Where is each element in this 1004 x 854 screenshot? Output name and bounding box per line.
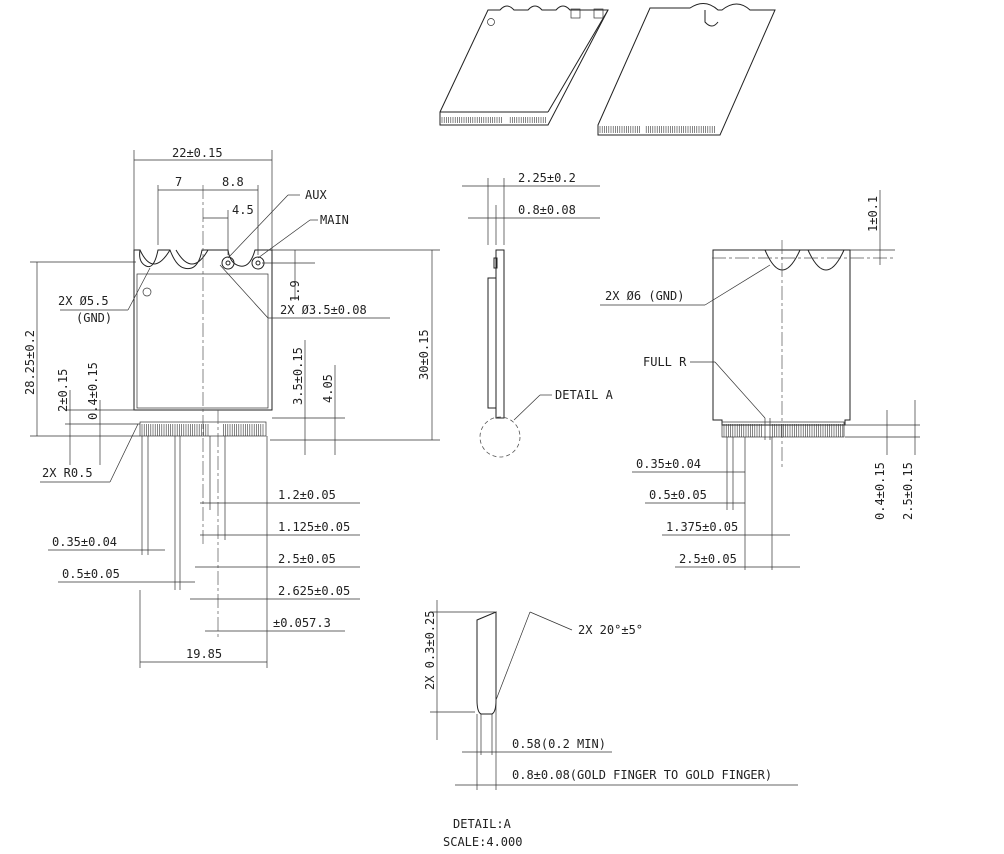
dim-1-9: 1.9 [288,280,302,302]
dim-2-5-v-back: 2.5±0.15 [901,462,915,520]
pin-dim-4: 2.625±0.05 [278,584,350,598]
dim-2-5-back: 2.5±0.05 [679,552,737,566]
dim-0-4-back: 0.4±0.15 [873,462,887,520]
corner-radius: 2X R0.5 [42,466,93,480]
dim-0-8-side: 0.8±0.08 [518,203,576,217]
height-28: 28.25±0.2 [23,330,37,395]
detail-a: 2X 0.3±0.25 2X 20°±5° 0.58(0.2 MIN) 0.8±… [423,600,798,849]
dim-19-85: 19.85 [186,647,222,661]
gnd-hole-dim-back: 2X Ø6 (GND) [605,289,684,303]
dim-0-58: 0.58(0.2 MIN) [512,737,606,751]
detail-title: DETAIL:A [453,817,512,831]
gnd-hole-sub: (GND) [76,311,112,325]
dim-0-5-front: 0.5±0.05 [62,567,120,581]
dim-1-375-back: 1.375±0.05 [666,520,738,534]
conn-dim: 2X Ø3.5±0.08 [280,303,367,317]
pin-dim-3: 2.5±0.05 [278,552,336,566]
back-view: 1±0.1 2X Ø6 (GND) FULL R 0.4±0.15 2.5±0.… [600,190,920,570]
detail-a-label: DETAIL A [555,388,614,402]
front-view: 22±0.15 7 8.8 4.5 AUX MAIN 1.9 2X Ø5.5 (… [23,146,440,668]
dim-0-8-detail: 0.8±0.08(GOLD FINGER TO GOLD FINGER) [512,768,772,782]
dim-3-5: 3.5±0.15 [291,347,305,405]
dim-1-back: 1±0.1 [866,196,880,232]
dim-8-8: 8.8 [222,175,244,189]
gnd-hole-dim: 2X Ø5.5 [58,294,109,308]
dim-2-25: 2.25±0.2 [518,171,576,185]
pin-dim-1: 1.2±0.05 [278,488,336,502]
iso-view-back [597,3,776,136]
dim-4-05: 4.05 [321,374,335,403]
dim-4-5: 4.5 [232,203,254,217]
height-30: 30±0.15 [417,329,431,380]
pin-dim-2: 1.125±0.05 [278,520,350,534]
width-dim: 22±0.15 [172,146,223,160]
dim-7: 7 [175,175,182,189]
dim-0-5-back: 0.5±0.05 [649,488,707,502]
full-r-label: FULL R [643,355,687,369]
dim-0-4: 0.4±0.15 [86,362,100,420]
iso-view-front [439,5,609,126]
main-label: MAIN [320,213,349,227]
side-view: 2.25±0.2 0.8±0.08 DETAIL A [462,171,614,458]
aux-label: AUX [305,188,327,202]
pin-dim-5: ±0.057.3 [273,616,331,630]
dim-0-35-front: 0.35±0.04 [52,535,117,549]
dim-2: 2±0.15 [56,369,70,412]
dim-0-35-back: 0.35±0.04 [636,457,701,471]
detail-scale: SCALE:4.000 [443,835,522,849]
chamfer-dim: 2X 0.3±0.25 [423,611,437,690]
angle-dim: 2X 20°±5° [578,623,643,637]
